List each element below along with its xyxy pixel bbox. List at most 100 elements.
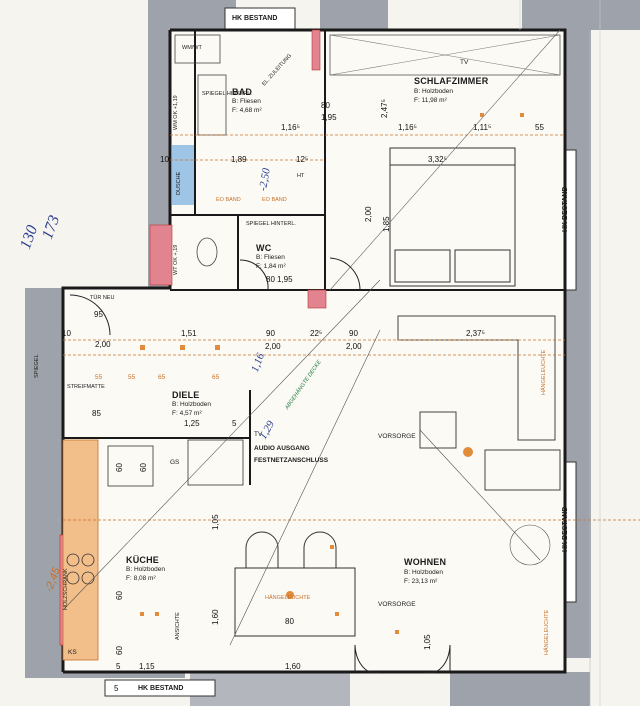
light-markers <box>140 113 524 634</box>
room-floor-diele: B: Holzboden <box>172 401 212 408</box>
dim-105b: 1,05 <box>423 634 432 650</box>
interior-walls <box>63 30 565 485</box>
vorsorge-label-2: VORSORGE <box>378 601 416 608</box>
dining <box>234 531 356 637</box>
dim-5a: 5 <box>232 419 237 428</box>
dim-225: 22⁵ <box>310 329 323 338</box>
room-area-kueche: F: 8,08 m² <box>126 575 156 582</box>
dim-200v: 2,00 <box>364 206 373 222</box>
hk-bestand-top: HK BESTAND <box>232 15 278 22</box>
holzschrank-label: HOLZSCHRANK <box>63 568 69 610</box>
dim-189: 1,89 <box>231 155 247 164</box>
spiegel-bad-label: SPIEGEL HINTERL. <box>202 91 252 97</box>
dim-65a: 65 <box>158 374 166 381</box>
floor-area <box>170 30 565 292</box>
dim-116: 1,16⁵ <box>281 123 300 132</box>
room-area-bad: F: 4,68 m² <box>232 107 262 114</box>
hk-bestand-bottom: HK BESTAND <box>138 685 184 692</box>
room-area-wc: F: 1,84 m² <box>256 263 286 270</box>
tv-bedroom-label: TV <box>460 59 469 66</box>
spiegel-diele-label: SPIEGEL <box>34 354 40 378</box>
dim-200c: 2,00 <box>346 342 362 351</box>
dim-195b: 1,95 <box>277 275 293 284</box>
dim-85: 85 <box>92 409 101 418</box>
dim-115: 1,15 <box>139 662 155 671</box>
dim-160v: 1,60 <box>211 609 220 625</box>
room-name-schlafzimmer: SCHLAFZIMMER <box>414 76 489 86</box>
eo-band-label-1: EO BAND <box>216 197 241 203</box>
dim-160: 1,60 <box>285 662 301 671</box>
dim-60a: 60 <box>115 463 124 472</box>
dim-10b: 10 <box>62 329 71 338</box>
room-area-wohnen: F: 23,13 m² <box>404 578 438 585</box>
dim-237: 2,37⁵ <box>466 329 485 338</box>
dim-55c: 55 <box>128 374 136 381</box>
dim-247: 2,47⁵ <box>380 99 389 118</box>
dim-95: 95 <box>94 310 103 319</box>
haengeleuchte-label-3: HÄNGELEUCHTE <box>544 609 550 655</box>
hk-bestand-right-2: HK BESTAND <box>562 506 569 552</box>
eo-band-label-2: EO BAND <box>262 197 287 203</box>
streifmatte-label: STREIFMATTE <box>67 384 105 390</box>
dim-10a: 10 <box>160 155 169 164</box>
kitchen-counter <box>62 439 99 661</box>
ht-label: HT <box>297 173 305 179</box>
dim-125a: 12⁵ <box>296 155 309 164</box>
room-name-bad: BAD <box>232 87 253 97</box>
dim-200a: 2,00 <box>95 340 111 349</box>
kitchen-appliances <box>66 439 244 585</box>
dim-90b: 90 <box>349 329 358 338</box>
dim-111: 1,11⁵ <box>473 123 492 132</box>
dim-60d: 60 <box>115 646 124 655</box>
dim-200b: 2,00 <box>265 342 281 351</box>
room-area-schlafzimmer: F: 11,98 m² <box>414 97 447 104</box>
tuer-neu-label: TÜR NEU <box>90 295 115 301</box>
haengeleuchte-label-2: HÄNGELEUCHTE <box>541 349 547 395</box>
dim-5c: 5 <box>114 684 119 693</box>
dim-125b: 1,25 <box>184 419 200 428</box>
dim-90a: 90 <box>266 329 275 338</box>
dim-5b: 5 <box>116 662 121 671</box>
dim-80c: 80 <box>285 617 294 626</box>
dimension-lines <box>63 134 640 521</box>
dim-80: 80 <box>321 101 330 110</box>
vorsorge-label-1: VORSORGE <box>378 433 416 440</box>
room-floor-kueche: B: Holzboden <box>126 566 166 573</box>
hk-bestand-right-1: HK BESTAND <box>562 186 569 232</box>
dim-60b: 60 <box>139 463 148 472</box>
dim-332: 3,32⁵ <box>428 155 447 164</box>
spiegel-wc-label: SPIEGEL HINTERL. <box>246 221 296 227</box>
dim-80b: 80 <box>266 275 275 284</box>
wardrobe <box>329 34 561 76</box>
bed <box>389 147 516 287</box>
dim-60c: 60 <box>115 591 124 600</box>
wt-ok-label: WT OK +,19 <box>173 244 179 275</box>
ansichte-label: ANSICHTE <box>175 612 181 640</box>
dusche-label: DUSCHE <box>176 171 182 195</box>
dim-195a: 1,95 <box>321 113 337 122</box>
festnetz-label: FESTNETZANSCHLUSS <box>254 457 329 464</box>
wm-ok-label: WM OK +1,19 <box>173 95 179 130</box>
dim-55b: 55 <box>95 374 103 381</box>
audio-ausgang-label: AUDIO AUSGANG <box>254 445 310 452</box>
doors <box>69 257 451 674</box>
room-name-wc: WC <box>256 243 272 253</box>
room-floor-wohnen: B: Holzboden <box>404 569 444 576</box>
dim-55: 55 <box>535 123 544 132</box>
dim-151: 1,51 <box>181 329 197 338</box>
dim-105a: 1,05 <box>211 514 220 530</box>
room-floor-bad: B: Fliesen <box>232 98 261 105</box>
room-name-wohnen: WOHNEN <box>404 557 447 567</box>
dim-185: 1,85 <box>382 216 391 232</box>
room-name-kueche: KÜCHE <box>126 555 160 565</box>
room-area-diele: F: 4,57 m² <box>172 410 202 417</box>
room-floor-schlafzimmer: B: Holzboden <box>414 88 454 95</box>
dim-116b: 1,16⁵ <box>398 123 417 132</box>
dim-65b: 65 <box>212 374 220 381</box>
tv-living-label: TV <box>254 431 263 438</box>
room-name-diele: DIELE <box>172 390 200 400</box>
haengeleuchte-label-1: HÄNGELEUCHTE <box>265 595 311 601</box>
ks-label: KS <box>68 649 77 656</box>
wm-wt-label: WM/WT <box>182 45 202 51</box>
